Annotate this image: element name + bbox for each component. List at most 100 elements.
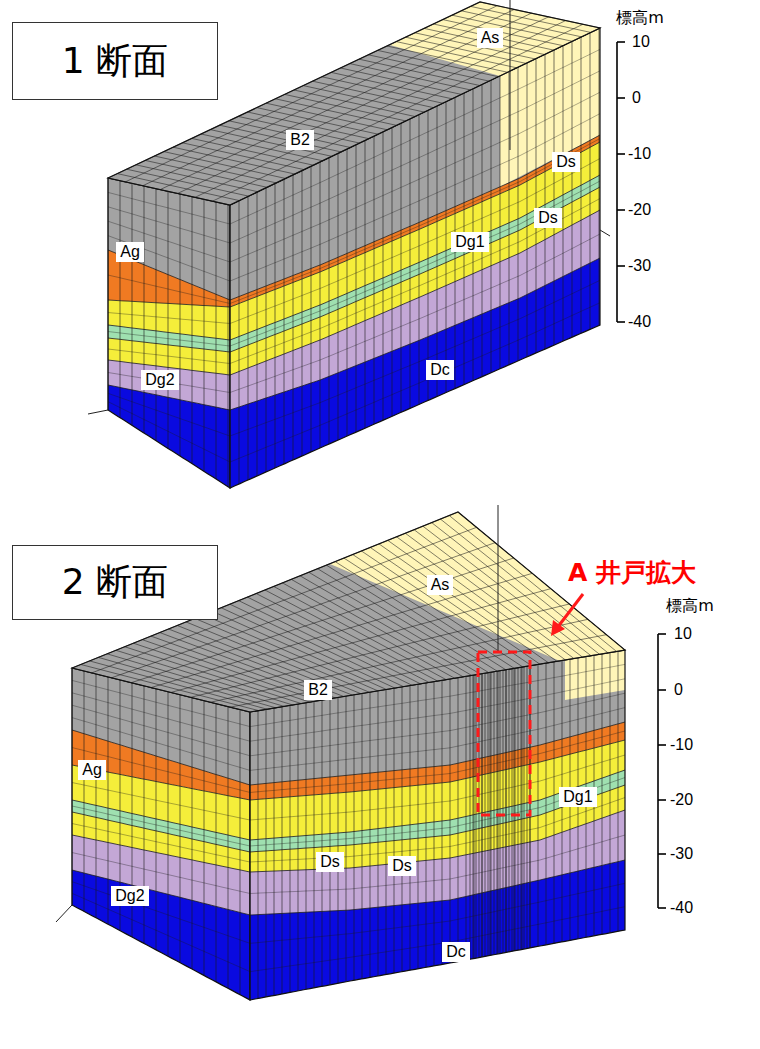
layer-boundary (230, 210, 600, 375)
axis-line (498, 505, 499, 652)
mesh-line (303, 86, 424, 112)
scale-tick (658, 689, 666, 691)
mesh-line (230, 604, 404, 686)
mesh-line (500, 76, 501, 369)
mesh-line (145, 160, 267, 187)
layer-label: Ag (116, 242, 144, 262)
mesh-line (518, 67, 519, 361)
block-outline (108, 178, 230, 488)
layer-boundary (230, 258, 600, 410)
mesh-line (108, 221, 230, 262)
mesh-line (563, 46, 564, 342)
layer-boundary (72, 730, 250, 785)
mesh-line (256, 594, 429, 683)
mesh-line (442, 680, 443, 964)
mesh-line (275, 99, 396, 126)
mesh-line (415, 33, 535, 59)
axis-line (88, 410, 108, 414)
mesh-line (247, 597, 420, 684)
mesh-line (294, 90, 415, 117)
axis-line (510, 0, 511, 150)
mesh-line (590, 33, 591, 330)
layer-label: As (427, 575, 454, 595)
mesh-line (311, 166, 312, 452)
mesh-line (108, 402, 230, 462)
elevation-unit: 標高m (616, 9, 664, 27)
mesh-line (120, 181, 121, 418)
mesh-line (329, 158, 330, 444)
mesh-line (195, 618, 370, 692)
mesh-line (192, 698, 193, 969)
mesh-line (72, 705, 250, 756)
layer-label: B2 (286, 130, 314, 150)
layer-boundary (230, 187, 600, 352)
mesh-line (230, 635, 606, 707)
mesh-line (410, 119, 411, 409)
mesh-line (98, 657, 275, 707)
scale-tick (658, 799, 666, 801)
mesh-line (610, 652, 611, 932)
mesh-line (346, 696, 347, 982)
mesh-line (108, 207, 230, 243)
layer-label: Dc (426, 360, 454, 380)
mesh-line (353, 555, 523, 667)
mesh-line (298, 704, 299, 991)
mesh-line (72, 806, 250, 846)
mesh-line (283, 583, 455, 678)
mesh-line (524, 667, 525, 949)
mesh-line (522, 667, 523, 949)
mesh-line (108, 313, 230, 324)
layer-boundary (108, 300, 230, 307)
soil-layer (72, 870, 250, 1000)
mesh-line (266, 103, 387, 130)
mesh-line (230, 181, 600, 346)
mesh-line (418, 684, 419, 969)
mesh-line (599, 28, 600, 325)
mesh-line (386, 689, 387, 974)
elevation-value: 0 (674, 681, 683, 699)
mesh-line (314, 701, 315, 988)
mesh-line (509, 71, 510, 365)
elevation-value: 0 (632, 89, 641, 107)
section-title: 1 断面 (62, 37, 168, 86)
layer-boundary (108, 325, 230, 340)
scale-bar (657, 634, 659, 908)
mesh-line (354, 694, 355, 980)
layer-boundary (72, 812, 250, 852)
mesh-line (419, 114, 420, 404)
mesh-line (426, 683, 427, 967)
mesh-line (266, 709, 267, 997)
mesh-line (554, 662, 555, 944)
layer-label: Dg1 (451, 232, 488, 252)
mesh-line (521, 667, 522, 949)
mesh-line (213, 24, 583, 201)
mesh-line (239, 601, 412, 686)
mesh-line (402, 687, 403, 972)
mesh-line (326, 565, 497, 671)
mesh-line (228, 707, 229, 989)
mesh-line (497, 671, 498, 954)
mesh-line (350, 64, 471, 90)
layer-label: Dc (442, 942, 470, 962)
mesh-line (293, 175, 294, 460)
mesh-line (72, 882, 250, 944)
mesh-line (318, 569, 489, 673)
mesh-line (545, 54, 546, 349)
mesh-line (518, 668, 519, 950)
mesh-line (275, 184, 276, 469)
mesh-line (108, 393, 230, 436)
mesh-line (423, 526, 591, 655)
section-title-box: 1 断面 (12, 22, 218, 100)
mesh-line (239, 201, 240, 484)
mesh-line (171, 589, 551, 693)
zoom-frame (478, 652, 530, 815)
mesh-line (401, 123, 402, 412)
mesh-line (117, 174, 239, 201)
mesh-line (309, 572, 480, 674)
mesh-line (108, 275, 230, 304)
mesh-line (168, 692, 169, 957)
mesh-line (220, 125, 341, 152)
mesh-line (230, 199, 600, 364)
mesh-line (168, 191, 169, 448)
elevation-value: 10 (674, 625, 692, 643)
